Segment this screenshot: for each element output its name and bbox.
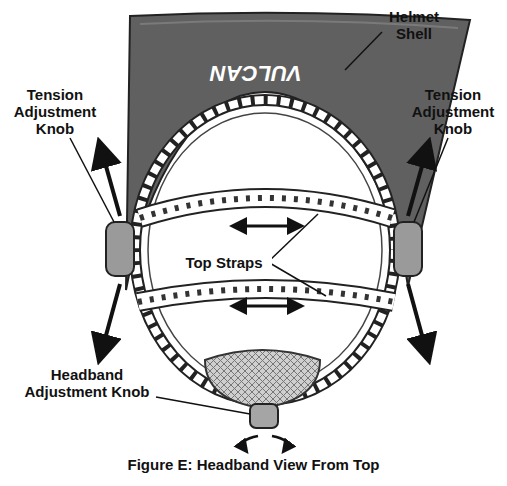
leader-line [345,32,382,70]
headband-inner-edge [148,113,382,387]
slide-arrow [238,305,296,308]
leader-line [268,262,326,296]
part-label: Headband Adjustment Knob [18,366,156,400]
brand-logo: VULCAN [196,60,316,86]
top-strap [138,289,394,302]
leader-line [268,214,318,262]
top-strap-fill [138,289,394,302]
leader-line [70,138,114,222]
tension-arrow [408,284,426,350]
figure-caption: Figure E: Headband View From Top [0,456,507,473]
part-label: Top Straps [176,254,272,271]
rotate-arrow [243,436,258,448]
tension-knob [394,222,422,276]
headband-knob [250,404,278,428]
tension-arrow [102,152,120,216]
tension-arrow [408,152,426,216]
rear-pad [205,350,320,408]
top-strap-fill [140,198,392,218]
leader-line [156,397,250,414]
part-label: Helmet Shell [378,8,450,42]
part-label: Tension Adjustment Knob [404,86,502,137]
leader-line [414,138,448,222]
strap-holes [140,198,392,218]
part-label: Tension Adjustment Knob [6,86,104,137]
top-strap [140,198,392,218]
tension-knob [106,222,134,276]
strap-holes [138,289,394,302]
rotate-arrow [272,436,287,448]
tension-arrow [102,284,120,350]
slide-arrow [238,225,296,228]
helmet-shell [126,13,470,290]
